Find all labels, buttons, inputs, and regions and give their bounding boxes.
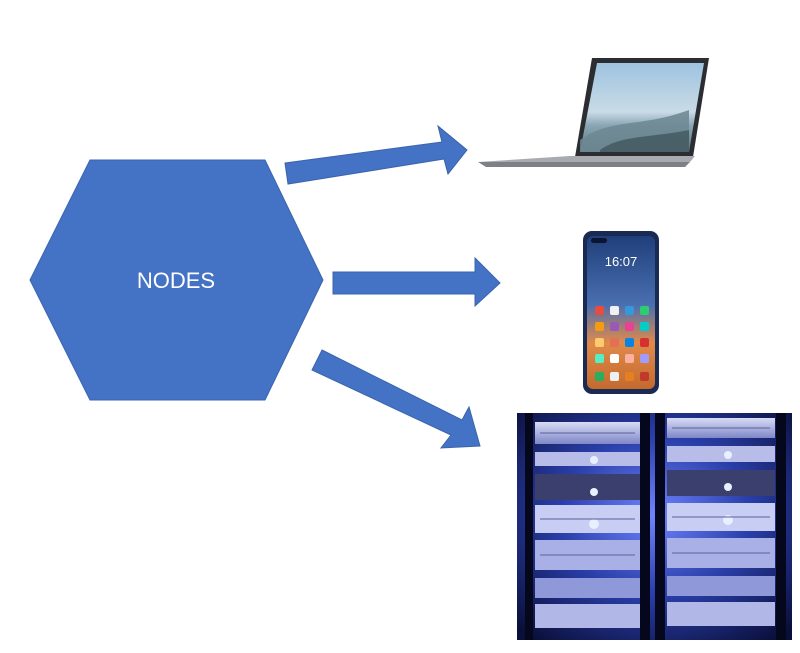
phone-screen-time: 16:07 bbox=[605, 254, 638, 269]
arrow-to-phone bbox=[332, 256, 501, 308]
nodes-hexagon bbox=[29, 159, 324, 401]
smartphone-icon: 16:07 bbox=[583, 231, 659, 394]
arrow-to-laptop bbox=[284, 124, 468, 185]
laptop-icon bbox=[478, 58, 709, 167]
arrow-to-server bbox=[311, 349, 481, 449]
nodes-label: NODES bbox=[137, 268, 215, 293]
phone-app-grid bbox=[595, 306, 649, 381]
server-rack-icon bbox=[517, 413, 792, 640]
